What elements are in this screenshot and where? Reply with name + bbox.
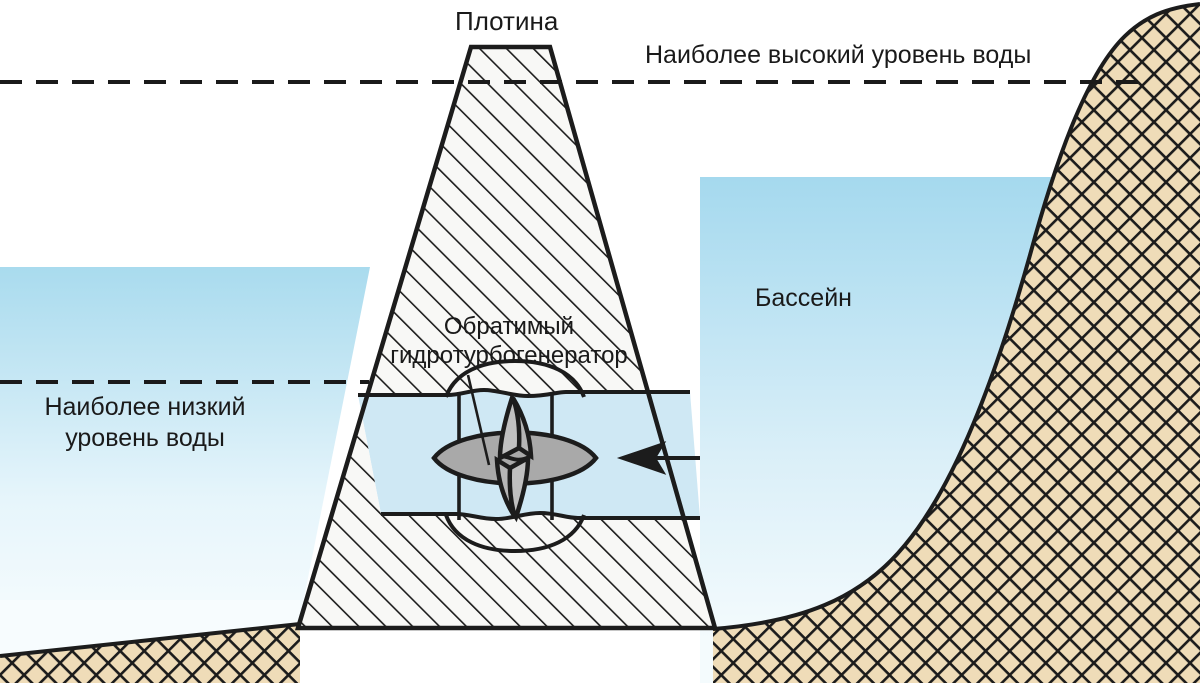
reversible-hydro-turbine-generator (431, 392, 599, 523)
turbine-blade-lower-inner (494, 455, 518, 519)
label-reversible-turbine: Обратимый гидротурбогенератор (390, 313, 628, 370)
label-low-water-level: Наиболее низкий уровень воды (44, 393, 246, 452)
callout-leader-line (466, 374, 491, 466)
label-dam: Плотина (455, 6, 559, 36)
flow-direction-arrow (616, 441, 700, 475)
turbine-runner-spine (498, 454, 533, 462)
label-basin: Бассейн (755, 284, 852, 312)
turbine-blade-upper-inner (510, 396, 534, 461)
label-high-water-level: Наиболее высокий уровень воды (645, 41, 1032, 69)
dam-outline (294, 44, 718, 631)
